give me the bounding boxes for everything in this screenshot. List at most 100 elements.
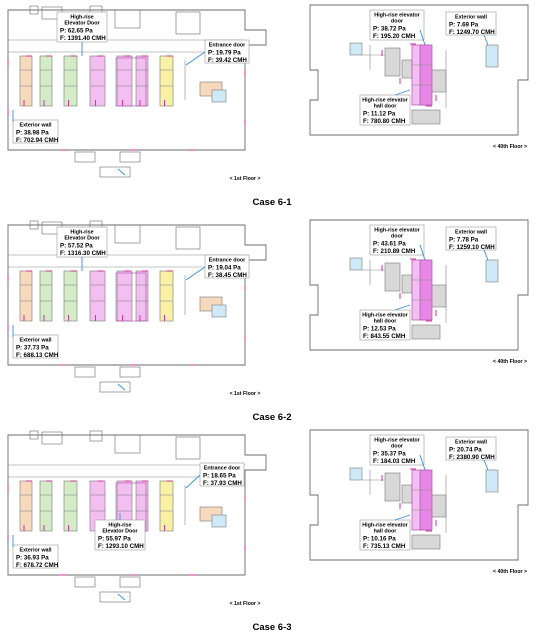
- service-room: [175, 436, 201, 460]
- shaft: [159, 270, 174, 322]
- callout-title: High-rise elevator: [374, 438, 420, 444]
- room-cyan: [211, 304, 227, 318]
- floor-label: < 1st Floor >: [230, 176, 261, 182]
- building-outline: [309, 219, 529, 351]
- room-gray: [411, 109, 441, 125]
- shaft: [39, 55, 53, 107]
- case-label: Case 6-3: [252, 622, 291, 633]
- callout-title: Elevator Door: [64, 21, 100, 27]
- building-outline: [309, 429, 529, 561]
- flow-value: F: 1259.10 CMH: [449, 244, 495, 251]
- callout-frame: [204, 254, 250, 279]
- pressure-value: P: 11.12 Pa: [363, 111, 396, 118]
- shaft: [116, 270, 133, 322]
- callout-frame: [359, 309, 411, 341]
- callout-frame: [369, 224, 425, 256]
- callout-frame: [445, 11, 497, 36]
- callout-frame: [359, 94, 411, 126]
- small-room: [29, 430, 39, 440]
- flow-value: F: 195.20 CMH: [373, 33, 416, 40]
- bottom-room: [74, 151, 96, 163]
- room-cyan: [349, 42, 363, 56]
- callout-title: High-rise: [70, 230, 93, 236]
- shaft: [159, 55, 174, 107]
- leader-line: [185, 474, 201, 489]
- callout-frame: [369, 434, 425, 466]
- flow-value: F: 678.72 CMH: [16, 562, 59, 569]
- flow-value: F: 735.13 CMH: [363, 543, 406, 550]
- callout-frame: [12, 334, 59, 359]
- small-room: [29, 5, 39, 15]
- flow-value: F: 1316.30 CMH: [60, 250, 106, 257]
- callout-frame: [199, 462, 245, 487]
- building-outline: [7, 9, 267, 151]
- callout-frame: [445, 436, 497, 461]
- leader-line: [483, 249, 489, 261]
- bottom-room: [119, 576, 141, 588]
- building-outline: [309, 4, 529, 136]
- shaft: [63, 55, 78, 107]
- bottom-room: [99, 591, 131, 603]
- room-gray: [411, 324, 441, 340]
- bottom-room: [99, 381, 131, 393]
- room-cyan: [211, 89, 227, 103]
- callout-title: Exterior wall: [19, 338, 52, 344]
- callout-title: Exterior wall: [19, 123, 52, 129]
- shaft: [19, 480, 33, 532]
- pressure-value: P: 7.69 Pa: [449, 22, 479, 29]
- callout-title: Exterior wall: [455, 230, 488, 236]
- flow-value: F: 2380.90 CMH: [449, 454, 495, 461]
- callout-frame: [12, 544, 59, 569]
- pressure-value: P: 43.61 Pa: [373, 241, 406, 248]
- elevator-core: [419, 44, 433, 106]
- room-cyan: [485, 44, 499, 68]
- pressure-value: P: 7.78 Pa: [449, 237, 479, 244]
- shaft: [19, 270, 33, 322]
- pressure-value: P: 38.98 Pa: [16, 130, 49, 137]
- room-gray: [384, 47, 401, 77]
- elevator-core: [419, 469, 433, 531]
- bottom-room: [119, 151, 141, 163]
- room-gray: [401, 484, 413, 504]
- room-gray: [384, 262, 401, 292]
- callout-title: hall door: [374, 529, 398, 535]
- room-cyan: [485, 469, 499, 493]
- small-room: [41, 431, 63, 445]
- flow-value: F: 843.55 CMH: [363, 333, 406, 340]
- service-room: [175, 11, 201, 35]
- callout-title: door: [391, 234, 404, 240]
- room-gray: [401, 274, 413, 294]
- callout-title: Elevator Door: [102, 529, 138, 535]
- small-room: [29, 220, 39, 230]
- stair-room: [114, 9, 141, 29]
- floor-label: < 40th Floor >: [493, 569, 527, 575]
- callout-frame: [56, 11, 108, 43]
- door-mark: [117, 168, 126, 176]
- door-mark: [117, 593, 126, 601]
- pressure-value: P: 19.04 Pa: [208, 265, 241, 272]
- shaft: [39, 270, 53, 322]
- floor-label: < 1st Floor >: [230, 391, 261, 397]
- flow-value: F: 688.13 CMH: [16, 352, 59, 359]
- floor-label: < 40th Floor >: [493, 144, 527, 150]
- leader-line: [394, 514, 411, 521]
- callout-title: Entrance door: [209, 258, 246, 264]
- bottom-room: [119, 366, 141, 378]
- bottom-room: [74, 366, 96, 378]
- leader-line: [394, 304, 411, 311]
- shaft: [19, 55, 33, 107]
- callout-title: Entrance door: [204, 466, 241, 472]
- elevator-bank: [115, 57, 147, 107]
